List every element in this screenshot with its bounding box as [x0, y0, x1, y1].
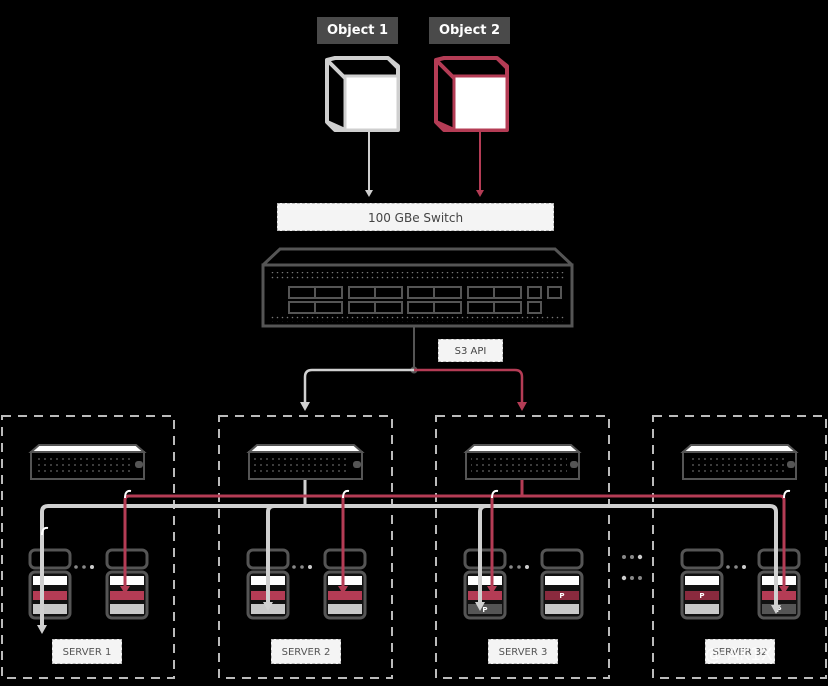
more-drives-ellipsis: [74, 565, 94, 569]
switch-label: 100 GBe Switch: [277, 203, 554, 231]
drive-icon: P: [540, 548, 584, 620]
parity-marker: P: [776, 606, 781, 614]
server-chassis-icon: [28, 444, 147, 480]
red-bus: [120, 480, 789, 594]
parity-marker: P: [559, 592, 564, 600]
server-2-label: SERVER 2: [271, 639, 341, 664]
watermark: @ AK1X: [705, 645, 773, 665]
server-1-label: SERVER 1: [52, 639, 122, 664]
drive-icon: [28, 548, 72, 620]
red-split-path: [414, 368, 527, 411]
network-switch-icon: [261, 247, 574, 328]
object-2-label: Object 2: [429, 17, 510, 44]
s3-api-label: S3 API: [438, 339, 503, 362]
more-drives-ellipsis: [726, 565, 746, 569]
connector-hooks: [41, 489, 791, 536]
server-2-container: [218, 415, 393, 679]
server-chassis-icon: [463, 444, 582, 480]
server-chassis-group: [28, 444, 799, 480]
server-32-label: SERVER 32: [705, 639, 775, 664]
drive-icon: [323, 548, 367, 620]
drive-icon: [105, 548, 149, 620]
object-2-cube-icon: [434, 56, 509, 132]
drive-icon: P: [757, 548, 801, 620]
object-1-cube-icon: [325, 56, 400, 132]
more-servers-ellipsis: [621, 554, 643, 581]
server-1-container: [1, 415, 175, 679]
parity-marker: P: [482, 606, 487, 614]
parity-marker: P: [699, 592, 704, 600]
object-1-label: Object 1: [317, 17, 398, 44]
server-chassis-icon: [246, 444, 365, 480]
server-chassis-icon: [680, 444, 799, 480]
more-drives-ellipsis: [509, 565, 529, 569]
gray-bus: [37, 480, 781, 634]
server-32-container: [652, 415, 827, 679]
server-3-container: [435, 415, 610, 679]
drive-icon: P: [463, 548, 507, 620]
more-drives-ellipsis: [292, 565, 312, 569]
drives-group: P P P P: [28, 548, 801, 620]
server-3-label: SERVER 3: [488, 639, 558, 664]
drive-icon: P: [680, 548, 724, 620]
object-1-arrow: [365, 132, 373, 197]
object-2-arrow: [476, 132, 484, 197]
gray-split-path: [300, 368, 414, 411]
